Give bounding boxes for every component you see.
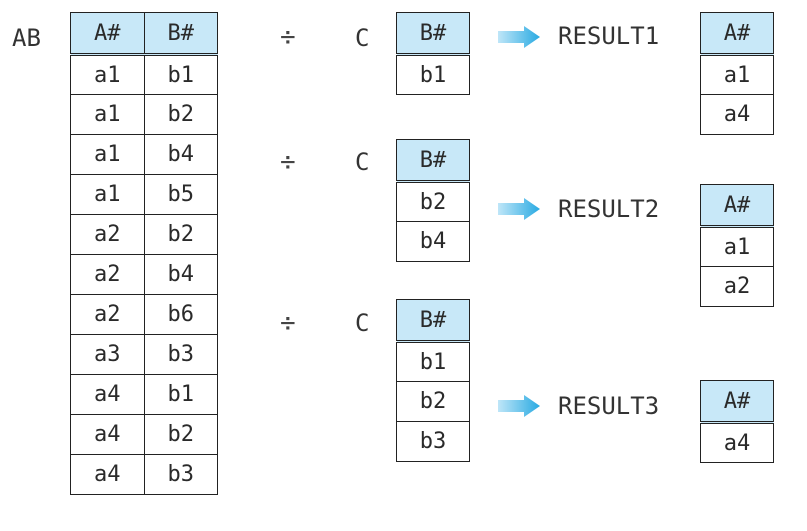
ab-cell: a1: [70, 174, 145, 215]
ab-cell: a2: [70, 214, 145, 255]
ab-cell: b2: [143, 94, 218, 135]
divide-operator-3: ÷: [280, 308, 296, 338]
table-row: a4: [700, 422, 774, 463]
divisor-cell: b2: [396, 181, 470, 222]
result-2-header: A#: [700, 184, 774, 228]
ab-cell: a4: [70, 414, 145, 455]
result-3-label: RESULT3: [558, 392, 660, 420]
relation-ab-label: AB: [12, 24, 41, 52]
table-row: b3: [396, 421, 470, 462]
ab-cell: a2: [70, 254, 145, 295]
ab-cell: a1: [70, 54, 145, 95]
ab-cell: b3: [143, 454, 218, 495]
table-row: b4: [396, 221, 470, 262]
ab-header-a: A#: [70, 12, 145, 56]
table-row: a1: [700, 226, 774, 267]
table-row: a4: [700, 94, 774, 135]
table-row: b2: [396, 181, 470, 222]
divisor-3-header: B#: [396, 299, 470, 343]
result-2-table: A# a1 a2: [700, 184, 774, 307]
ab-cell: b1: [143, 54, 218, 95]
ab-cell: b3: [143, 334, 218, 375]
divisor-cell: b3: [396, 421, 470, 462]
arrow-icon: [498, 198, 540, 220]
table-row: b1: [396, 54, 470, 95]
table-row: b2: [396, 381, 470, 422]
result-3-table: A# a4: [700, 380, 774, 463]
divisor-1-table: B# b1: [396, 12, 470, 95]
divisor-3-label: C: [355, 309, 370, 337]
result-3-header: A#: [700, 380, 774, 424]
result-cell: a4: [700, 422, 774, 463]
arrow-icon: [498, 395, 540, 417]
divisor-cell: b1: [396, 341, 470, 382]
ab-cell: b1: [143, 374, 218, 415]
result-1-table: A# a1 a4: [700, 12, 774, 135]
ab-cell: a4: [70, 454, 145, 495]
divisor-2-header: B#: [396, 139, 470, 183]
result-1-label: RESULT1: [558, 22, 660, 50]
ab-cell: b5: [143, 174, 218, 215]
result-cell: a1: [700, 226, 774, 267]
divisor-cell: b2: [396, 381, 470, 422]
ab-cell: b6: [143, 294, 218, 335]
result-cell: a4: [700, 94, 774, 135]
ab-cell: a2: [70, 294, 145, 335]
table-row: a2: [700, 266, 774, 307]
ab-cell: a1: [70, 134, 145, 175]
divisor-2-label: C: [355, 148, 370, 176]
divide-operator-1: ÷: [280, 22, 296, 52]
divisor-3-table: B# b1 b2 b3: [396, 299, 470, 462]
divisor-2-table: B# b2 b4: [396, 139, 470, 262]
ab-cell: a3: [70, 334, 145, 375]
ab-cell: b4: [143, 254, 218, 295]
ab-cell: a4: [70, 374, 145, 415]
ab-header-b: B#: [143, 12, 218, 56]
divisor-cell: b4: [396, 221, 470, 262]
ab-cell: b2: [143, 414, 218, 455]
result-2-label: RESULT2: [558, 195, 660, 223]
divisor-1-header: B#: [396, 12, 470, 56]
divisor-1-label: C: [355, 24, 370, 52]
result-1-header: A#: [700, 12, 774, 56]
table-row: b1: [396, 341, 470, 382]
divide-operator-2: ÷: [280, 147, 296, 177]
table-row: a1: [700, 54, 774, 95]
result-cell: a1: [700, 54, 774, 95]
ab-cell: a1: [70, 94, 145, 135]
ab-cell: b2: [143, 214, 218, 255]
divisor-cell: b1: [396, 54, 470, 95]
ab-cell: b4: [143, 134, 218, 175]
result-cell: a2: [700, 266, 774, 307]
arrow-icon: [498, 26, 540, 48]
